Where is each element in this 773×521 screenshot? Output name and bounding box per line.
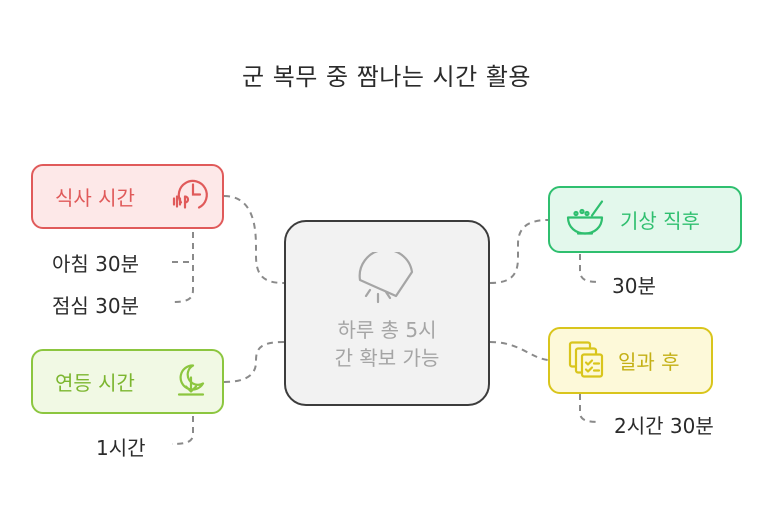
node-after-work: 일과 후 [548,327,713,394]
connector-drill-items [171,416,194,445]
node-wake-label: 기상 직후 [620,209,700,233]
bowl-icon [564,197,608,242]
node-evening-time: 연등 시간 [31,349,224,414]
connector-meal-items [171,232,194,303]
work-item-duration: 2시간 30분 [614,414,714,438]
connector-drill [223,341,285,383]
evening-item-duration: 1시간 [96,436,146,460]
center-label: 하루 총 5시 간 확보 가능 [286,316,488,372]
meal-item-lunch: 점심 30분 [52,294,140,318]
node-wake-time: 기상 직후 [548,186,742,253]
diagram-title: 군 복무 중 짬나는 시간 활용 [241,63,532,91]
connector-wake [489,219,549,284]
connector-meal [223,195,285,284]
clock-icon [171,174,211,219]
pie-chart-icon [356,248,420,316]
node-evening-label: 연등 시간 [55,371,135,395]
moon-icon [173,361,209,402]
meal-item-breakfast: 아침 30분 [52,252,140,276]
center-label-line2: 간 확보 가능 [334,346,440,370]
node-meal-label: 식사 시간 [55,186,135,210]
node-meal-time: 식사 시간 [31,164,224,229]
clipboard-icon [566,338,606,383]
connector-work [489,341,549,361]
center-summary: 하루 총 5시 간 확보 가능 [284,220,490,406]
node-work-label: 일과 후 [618,350,680,374]
center-label-line1: 하루 총 5시 [337,318,437,342]
wake-item-duration: 30분 [612,274,656,298]
connector-work-items [579,394,601,423]
connector-wake-items [579,254,601,283]
